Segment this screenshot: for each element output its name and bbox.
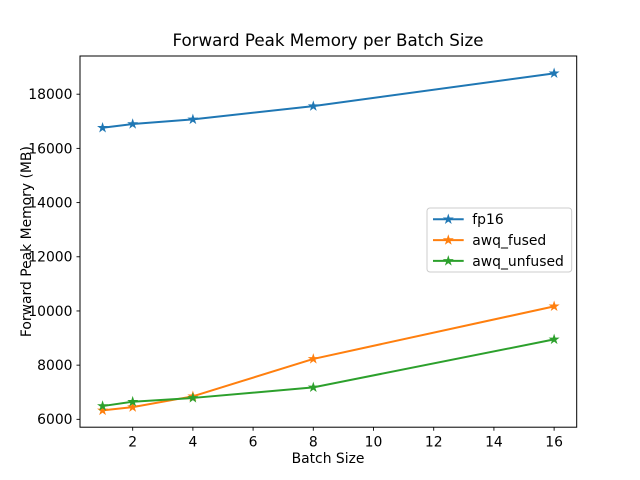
- x-tick-label: 4: [188, 435, 197, 451]
- marker-star-fp16: [307, 100, 319, 111]
- marker-star-awq_fused: [307, 353, 319, 364]
- legend-frame: [426, 207, 573, 273]
- y-tick-label: 18000: [28, 87, 72, 103]
- data-series: [97, 67, 560, 416]
- marker-star-awq_fused: [127, 401, 139, 412]
- legend-label-fp16: fp16: [472, 212, 503, 228]
- y-tick-label: 14000: [28, 195, 72, 211]
- y-axis-label: Forward Peak Memory (MB): [19, 146, 35, 337]
- y-tick-label: 10000: [28, 304, 72, 320]
- legend-label-awq_unfused: awq_unfused: [472, 254, 564, 270]
- marker-star-fp16: [187, 113, 199, 125]
- legend-label-awq_fused: awq_fused: [472, 233, 546, 249]
- x-tick-label: 2: [128, 435, 137, 451]
- x-tick-label: 16: [545, 435, 563, 451]
- chart-title: Forward Peak Memory per Batch Size: [172, 30, 483, 50]
- marker-star-awq_fused: [97, 404, 109, 416]
- marker-star-awq_unfused: [307, 381, 319, 393]
- legend-marker-star-fp16: [442, 213, 454, 224]
- axis-ticks: 2 4 6 8 10 12 14 16 6000 8000 10000 12000 14000 16000…: [28, 87, 563, 450]
- x-tick-label: 14: [485, 435, 503, 451]
- legend-marker-star-awq_fused: [442, 234, 454, 245]
- marker-star-fp16: [548, 67, 560, 79]
- marker-star-awq_unfused: [548, 333, 560, 345]
- marker-star-awq_fused: [548, 300, 560, 312]
- y-tick-label: 8000: [37, 358, 72, 374]
- y-tick-label: 16000: [28, 141, 72, 157]
- x-axis-label: Batch Size: [292, 451, 365, 467]
- y-tick-label: 12000: [28, 250, 72, 266]
- x-tick-label: 6: [249, 435, 258, 451]
- marker-star-fp16: [97, 122, 109, 133]
- x-tick-label: 10: [365, 435, 383, 451]
- marker-star-awq_unfused: [187, 392, 199, 403]
- legend-box: fp16 awq_fused awq_unfused: [426, 207, 573, 273]
- marker-star-awq_unfused: [97, 400, 109, 411]
- x-tick-label: 12: [425, 435, 443, 451]
- y-tick-label: 6000: [37, 412, 72, 428]
- marker-star-fp16: [127, 118, 139, 129]
- legend-marker-star-awq_unfused: [442, 255, 454, 266]
- marker-star-awq_unfused: [127, 395, 139, 407]
- x-tick-label: 8: [309, 435, 318, 451]
